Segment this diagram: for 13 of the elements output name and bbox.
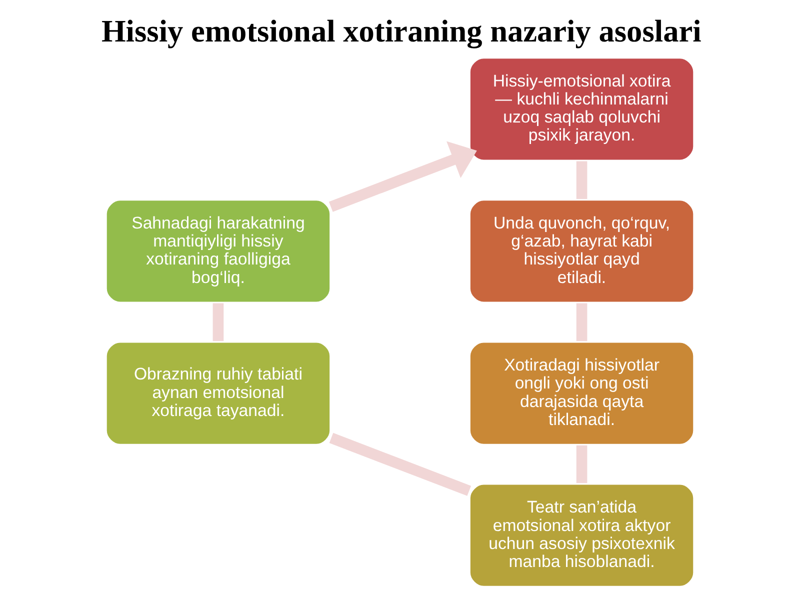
node-box: Xotiradagi hissiyotlar ongli yoki ong osti darajasida qayta tiklanadi. bbox=[468, 340, 696, 446]
arrow bbox=[328, 141, 477, 212]
node-box: Teatr san’atida emotsional xotira aktyor uchun asosiy psixotexnik manba hisoblanadi. bbox=[468, 482, 696, 588]
node-box: Hissiy-emotsional xotira — kuchli kechinmalarni uzoq saqlab qoluvchi psixik jarayon. bbox=[468, 56, 696, 162]
node-box: Sahnadagi harakatning mantiqiyligi hissiy xotiraning faolligiga bog‘liq. bbox=[104, 198, 332, 304]
diagram-title: Hissiy emotsional xotiraning nazariy asoslari bbox=[101, 14, 702, 49]
connector bbox=[576, 303, 588, 342]
connector bbox=[576, 161, 588, 200]
connector bbox=[212, 303, 224, 342]
connector bbox=[329, 432, 472, 496]
node-box: Obrazning ruhiy tabiati aynan emotsional xotiraga tayanadi. bbox=[104, 340, 332, 446]
connector bbox=[576, 445, 588, 484]
node-box: Unda quvonch, qo‘rquv, g‘azab, hayrat kabi hissiyotlar qayd etiladi. bbox=[468, 198, 696, 304]
